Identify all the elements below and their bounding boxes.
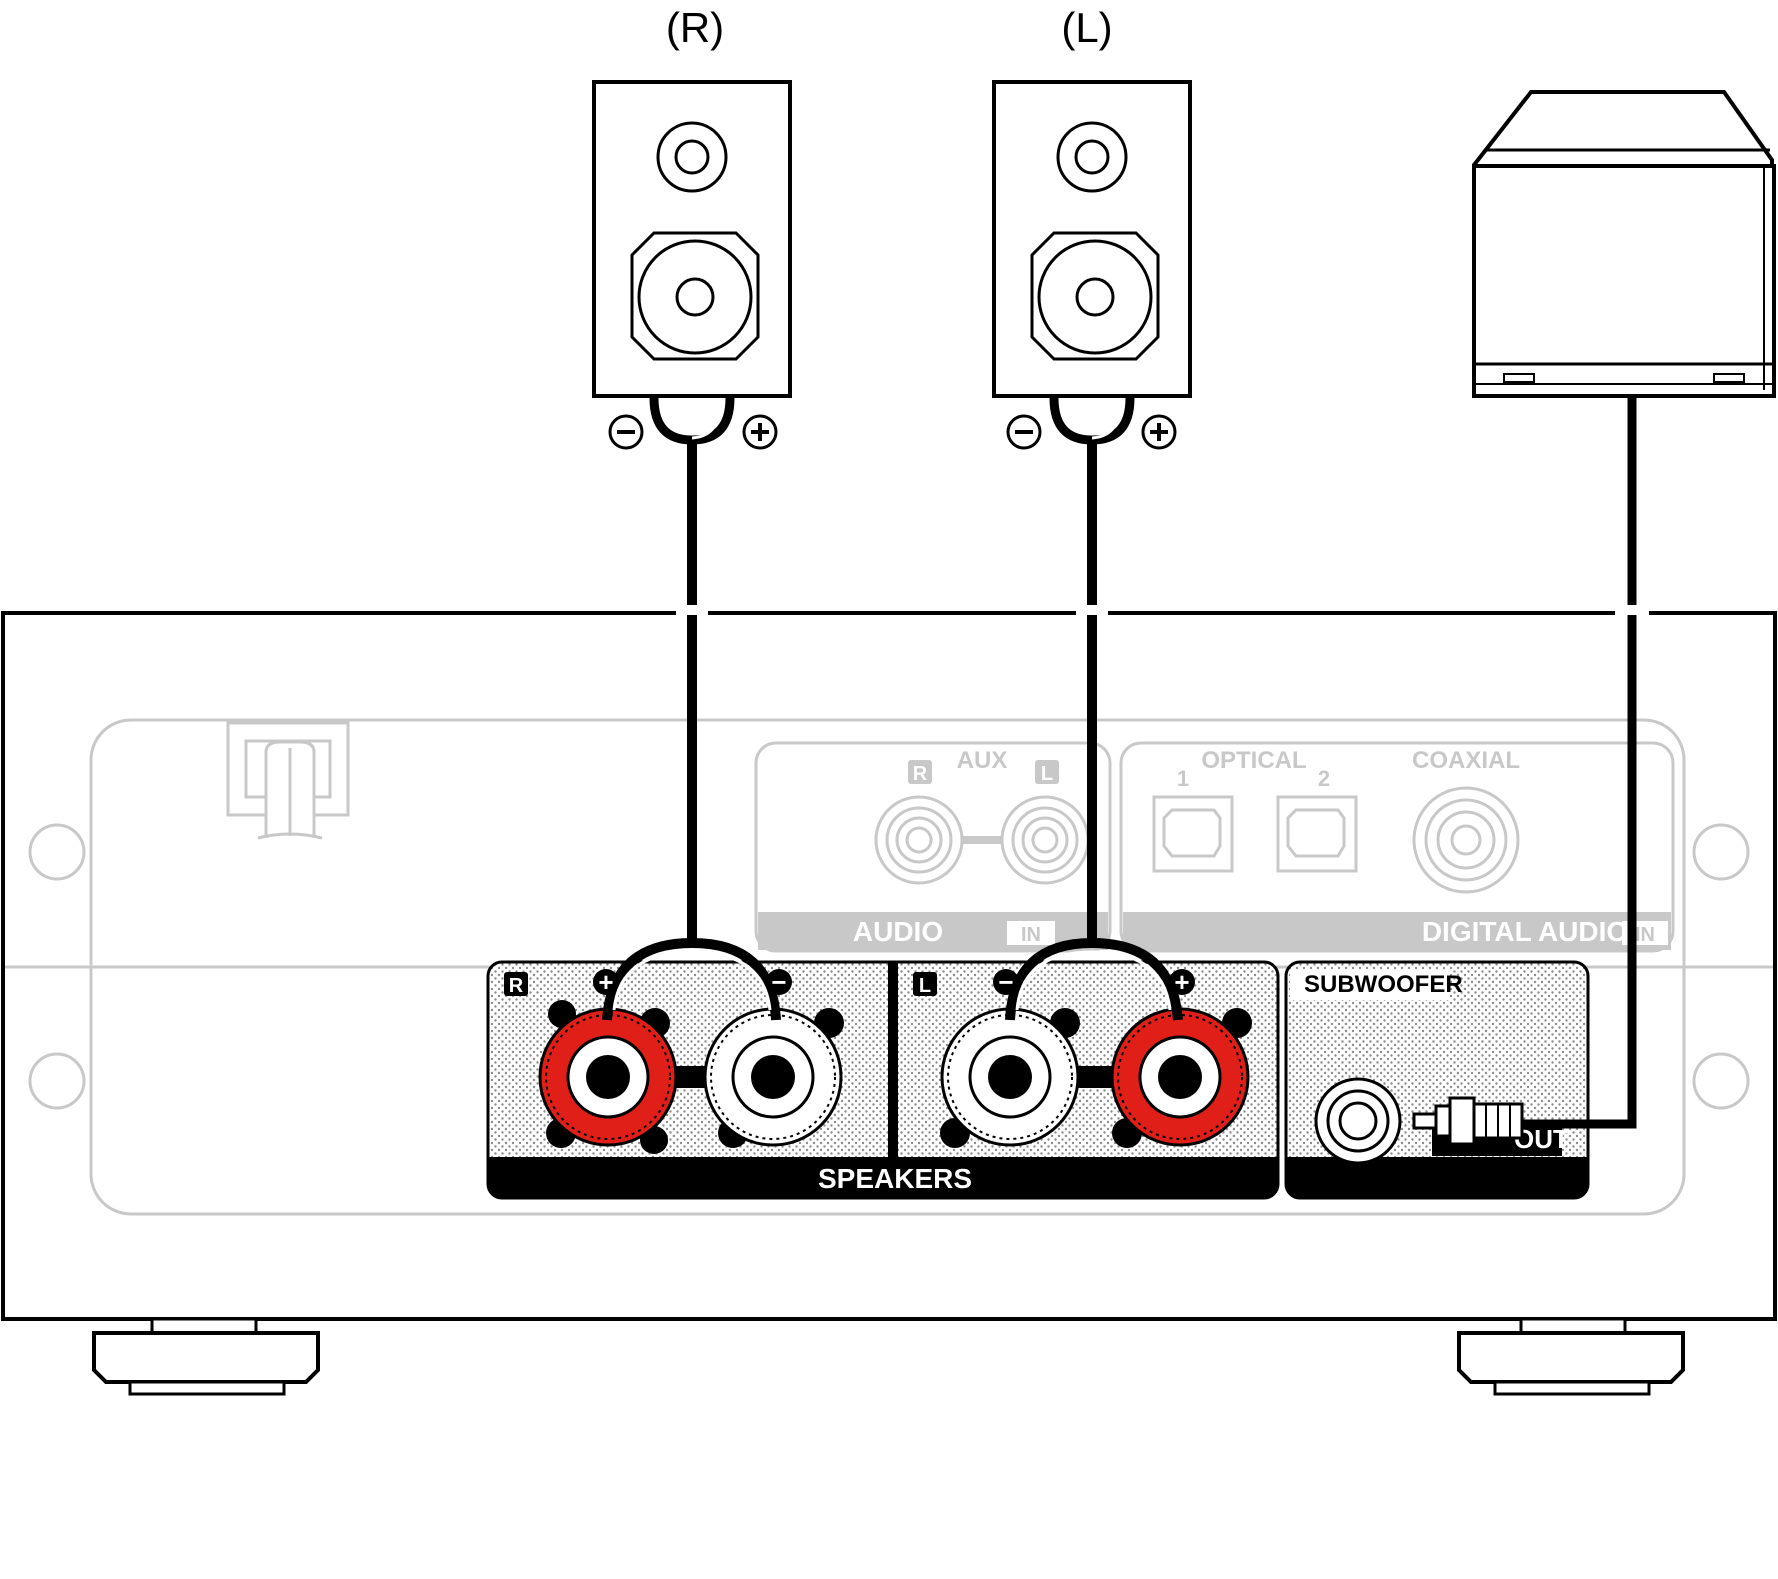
aux-jack-l[interactable] bbox=[1000, 795, 1090, 885]
r-minus-mark: − bbox=[766, 967, 792, 997]
speakers-badge-l bbox=[913, 972, 937, 996]
coaxial-jack[interactable] bbox=[1412, 786, 1520, 894]
svg-text:IN: IN bbox=[1021, 924, 1041, 946]
screw-hole-left-top bbox=[28, 823, 86, 881]
speaker-right-cable-loop bbox=[649, 397, 735, 445]
speakers-badge-r bbox=[504, 972, 528, 996]
aux-badge-r bbox=[908, 760, 932, 784]
optical-port-2[interactable] bbox=[1276, 795, 1358, 873]
subwoofer-cable bbox=[1522, 398, 1637, 1129]
left-channel-wire-arch bbox=[1005, 937, 1183, 1021]
screw-hole-right-bottom bbox=[1692, 1052, 1750, 1110]
screw-hole-right-top bbox=[1692, 823, 1750, 881]
speaker-terminal-r-plus[interactable] bbox=[538, 994, 678, 1160]
audio-in-badge bbox=[1007, 921, 1055, 945]
svg-text:+: + bbox=[1174, 967, 1189, 997]
aux-badge-l bbox=[1035, 760, 1059, 784]
foot-right bbox=[1457, 1317, 1685, 1396]
aux-input-section: R AUX L AUDIO IN bbox=[754, 741, 1112, 953]
subwoofer-out-jack[interactable] bbox=[1314, 1077, 1402, 1165]
subwoofer-body bbox=[1472, 164, 1776, 398]
speaker-terminal-l-plus[interactable] bbox=[1110, 1007, 1252, 1148]
speaker-left-label: (L) bbox=[1061, 4, 1112, 51]
svg-text:−: − bbox=[998, 967, 1013, 997]
digital-audio-section: 1 OPTICAL 2 COAXIAL DIGITAL AUDIO IN bbox=[1119, 741, 1675, 953]
optical-1-label: 1 bbox=[1177, 766, 1189, 791]
l-minus-mark: − bbox=[993, 967, 1019, 997]
audio-footer-label: AUDIO bbox=[853, 916, 943, 947]
svg-text:R: R bbox=[913, 763, 928, 785]
coaxial-label: COAXIAL bbox=[1412, 747, 1520, 774]
subwoofer-top bbox=[1472, 90, 1774, 170]
power-inlet bbox=[226, 721, 350, 840]
speaker-terminal-l-minus[interactable] bbox=[940, 1007, 1080, 1148]
l-plus-mark: + bbox=[1169, 967, 1195, 997]
optical-port-1[interactable] bbox=[1152, 795, 1234, 873]
svg-text:+: + bbox=[598, 967, 613, 997]
r-plus-mark: + bbox=[593, 967, 619, 997]
speaker-terminal-r-minus[interactable] bbox=[703, 1007, 844, 1148]
svg-text:L: L bbox=[919, 975, 931, 997]
aux-jack-r[interactable] bbox=[874, 795, 964, 885]
svg-text:R: R bbox=[509, 975, 524, 997]
svg-text:IN: IN bbox=[1635, 924, 1655, 946]
subwoofer-unit bbox=[1472, 90, 1776, 398]
speaker-cables bbox=[676, 442, 1108, 945]
speaker-left: (L) bbox=[992, 4, 1192, 450]
aux-label: AUX bbox=[957, 747, 1008, 774]
svg-text:L: L bbox=[1041, 763, 1053, 785]
speaker-right: (R) bbox=[592, 4, 792, 450]
screw-hole-left-bottom bbox=[28, 1052, 86, 1110]
rca-plug bbox=[1412, 1096, 1524, 1146]
speaker-right-label: (R) bbox=[666, 4, 724, 51]
speaker-left-cable-loop bbox=[1049, 397, 1135, 445]
svg-text:−: − bbox=[771, 967, 786, 997]
foot-left bbox=[92, 1317, 320, 1396]
optical-label: OPTICAL bbox=[1201, 747, 1306, 774]
speakers-footer-label: SPEAKERS bbox=[818, 1163, 972, 1194]
optical-2-label: 2 bbox=[1318, 766, 1330, 791]
subwoofer-label: SUBWOOFER bbox=[1304, 971, 1463, 998]
speakers-terminal-panel: SPEAKERS R L bbox=[486, 937, 1280, 1200]
subwoofer-output-panel: SUBWOOFER OUT bbox=[1284, 960, 1590, 1200]
digital-audio-footer-label: DIGITAL AUDIO bbox=[1422, 916, 1628, 947]
